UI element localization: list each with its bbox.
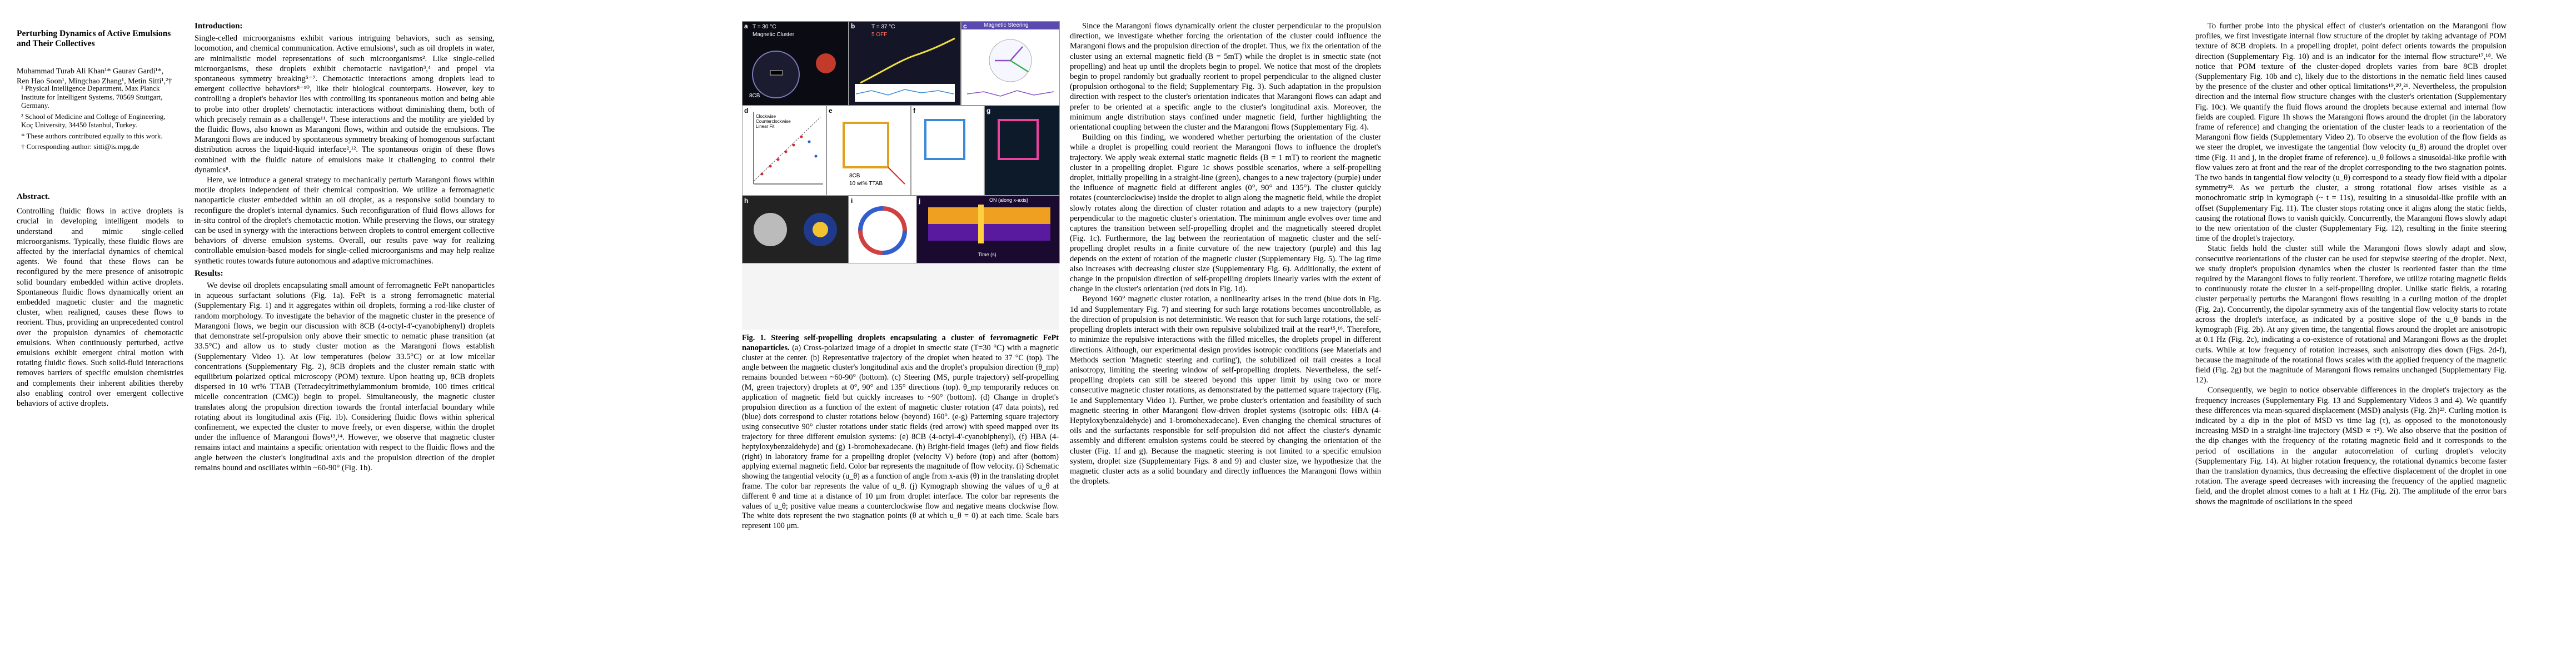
- panel-b-trajectory: [855, 37, 955, 102]
- panel-label-h: h: [744, 197, 749, 205]
- intro-column: Introduction: Single-celled microorganis…: [195, 21, 495, 473]
- panel-label-c: c: [963, 22, 967, 30]
- legend-linear-fit: Linear Fit: [756, 124, 775, 129]
- page-2-right-column: Since the Marangoni flows dynamically or…: [1070, 21, 1381, 486]
- page-3: [1484, 0, 2206, 667]
- panel-a-image: [752, 51, 836, 98]
- panel-label-d: d: [744, 107, 749, 115]
- panel-label-i: i: [851, 197, 853, 205]
- panel-b-field-off: 5 OFF: [871, 32, 888, 38]
- affiliations: ¹ Physical Intelligence Department, Max …: [21, 84, 177, 153]
- figure-1-caption: Fig. 1. Steering self-propelling droplet…: [742, 334, 1059, 531]
- abstract-section: Abstract. Controlling fluidic flows in a…: [17, 192, 183, 409]
- panel-a-cluster-label: Magnetic Cluster: [753, 32, 795, 38]
- equal-contribution-note: * These authors contributed equally to t…: [21, 131, 163, 140]
- legend-clockwise: Clockwise: [756, 114, 776, 119]
- panel-label-g: g: [986, 107, 991, 115]
- affiliation-2: ² School of Medicine and College of Engi…: [21, 112, 166, 130]
- caption-label: Fig. 1.: [742, 334, 766, 342]
- panel-d-scatter: [753, 112, 823, 185]
- panel-label-e: e: [829, 107, 833, 115]
- panel-e-surfactant: 10 wt% TTAB: [849, 181, 883, 187]
- figure-1: a T = 30 °C Magnetic Cluster 8CB b T = 3…: [742, 21, 1060, 330]
- panel-i: i: [849, 196, 916, 263]
- figure-spacer: [742, 263, 1059, 330]
- panel-label-j: j: [919, 197, 921, 205]
- results-paragraph-1: We devise oil droplets encapsulating sma…: [195, 281, 495, 472]
- panel-j: j ON (along x-axis) Time (s): [916, 196, 1060, 263]
- intro-paragraph-2: Here, we introduce a general strategy to…: [195, 176, 495, 266]
- panel-j-kymograph: [928, 205, 1050, 243]
- panel-a-temp-low: T = 30 °C: [753, 24, 776, 30]
- panel-f: f: [911, 106, 984, 196]
- caption-title: Steering self-propelling droplets encaps…: [742, 334, 1059, 352]
- p3-paragraph-3: Consequently, we begin to notice observa…: [2195, 386, 2507, 506]
- p2-paragraph-3: Beyond 160° magnetic cluster rotation, a…: [1070, 295, 1381, 486]
- abstract-text: Controlling fluidic flows in active drop…: [17, 207, 183, 409]
- panel-e-oil: 8CB: [849, 173, 860, 179]
- affiliation-1: ¹ Physical Intelligence Department, Max …: [21, 84, 163, 109]
- paper-title: Perturbing Dynamics of Active Emulsions …: [17, 29, 171, 48]
- panel-label-a: a: [744, 22, 748, 30]
- panel-e: e 8CB 10 wt% TTAB: [826, 106, 911, 196]
- panel-e-square-trajectory: [843, 122, 905, 185]
- panel-a: a T = 30 °C Magnetic Cluster 8CB: [742, 21, 849, 106]
- panel-h-flow-fields: [754, 213, 837, 246]
- intro-heading: Introduction:: [195, 22, 243, 31]
- panel-c-trajectories: [966, 39, 1054, 97]
- p2-paragraph-1: Since the Marangoni flows dynamically or…: [1070, 22, 1381, 132]
- legend-counterclockwise: Counterclockwise: [756, 119, 791, 124]
- panel-c-title: Magnetic Steering: [984, 22, 1029, 28]
- panel-b-temp-high: T = 37 °C: [871, 24, 895, 30]
- corresponding-author: † Corresponding author: sitti@is.mpg.de: [21, 142, 139, 151]
- author-list: Muhammad Turab Ali Khan¹* Gaurav Gardi¹*…: [17, 67, 172, 86]
- abstract-heading: Abstract.: [17, 192, 50, 201]
- panel-i-schematic: [858, 206, 907, 255]
- p3-paragraph-2: Static fields hold the cluster still whi…: [2195, 244, 2507, 385]
- p3-paragraph-1: To further probe into the physical effec…: [2195, 22, 2507, 243]
- panel-j-time-axis: Time (s): [978, 252, 996, 257]
- panel-d-legend: Clockwise Counterclockwise Linear Fit: [756, 114, 791, 129]
- panel-j-field-on: ON (along x-axis): [989, 197, 1029, 203]
- panel-g-trajectory: [998, 119, 1039, 160]
- caption-body: (a) Cross-polarized image of a droplet i…: [742, 343, 1059, 531]
- p2-paragraph-2: Building on this finding, we wondered wh…: [1070, 133, 1381, 294]
- panel-label-b: b: [851, 22, 855, 30]
- panel-d: d Clockwise Counterclockwise Linear Fit: [742, 106, 826, 196]
- panel-label-f: f: [913, 107, 915, 115]
- panel-c: c Magnetic Steering: [961, 21, 1060, 106]
- page-3-column: To further probe into the physical effec…: [2195, 21, 2507, 507]
- intro-paragraph-1: Single-celled microorganisms exhibit var…: [195, 34, 495, 175]
- panel-f-trajectory: [924, 119, 965, 160]
- panel-b: b T = 37 °C 5 OFF: [849, 21, 961, 106]
- panel-a-oil-label: 8CB: [749, 93, 760, 99]
- page-1: Perturbing Dynamics of Active Emulsions …: [0, 0, 723, 667]
- panel-g: g: [984, 106, 1060, 196]
- results-heading: Results:: [195, 268, 223, 278]
- panel-h: h: [742, 196, 849, 263]
